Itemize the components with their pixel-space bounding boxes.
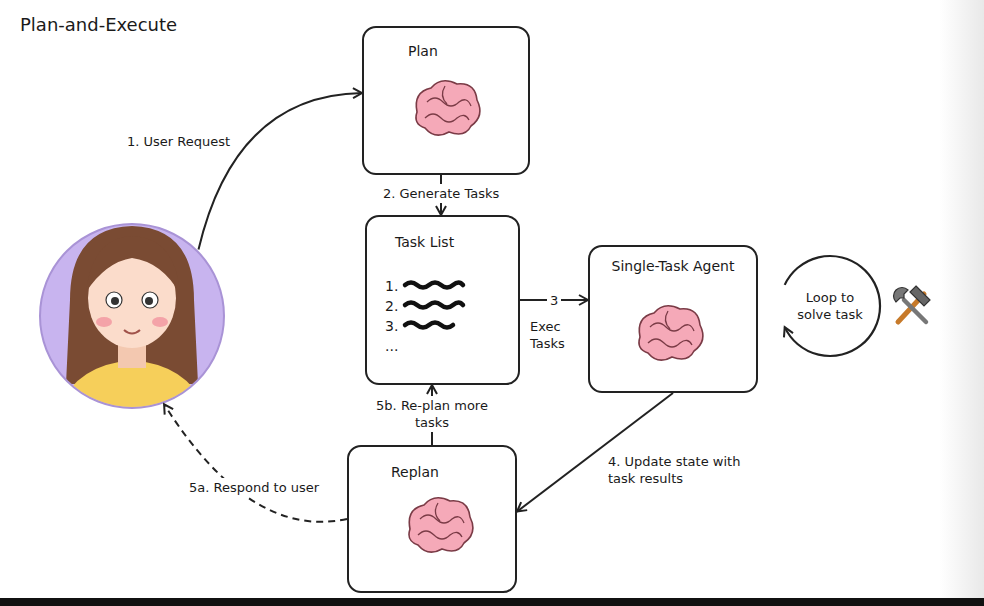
brain-icon: [639, 306, 703, 360]
edge-label: 2. Generate Tasks: [380, 184, 502, 203]
process-box: Single-Task Agent: [588, 245, 758, 393]
edge-label: 5a. Respond to user: [186, 478, 322, 497]
node-text: 1.: [385, 277, 398, 295]
edge-shade: [940, 0, 984, 598]
tools-icon: [894, 286, 930, 322]
bottom-band: [0, 598, 984, 606]
process-box: Plan: [362, 26, 530, 175]
loop-label: Loop to solve task: [790, 289, 870, 323]
process-box: Task List 1. 2. 3....: [365, 215, 520, 385]
process-box: Replan: [347, 445, 517, 593]
brain-icon: [409, 498, 473, 552]
loop-arrow: [785, 256, 880, 356]
node-title: Single-Task Agent: [608, 257, 738, 275]
edge-label: 4. Update state with task results: [605, 452, 751, 488]
dashed-arrow: [164, 404, 347, 522]
flow-arrow: [199, 93, 363, 250]
node-text: ...: [385, 337, 398, 355]
node-text: 3.: [385, 317, 398, 335]
node-title: Plan: [408, 42, 438, 60]
edge-label: 3: [547, 291, 561, 310]
user-avatar: [40, 224, 224, 420]
node-text: 2.: [385, 297, 398, 315]
edge-label: 1. User Request: [124, 132, 233, 151]
user-circle: [40, 224, 224, 408]
edge-label: 5b. Re-plan more tasks: [368, 396, 496, 432]
diagram-title: Plan-and-Execute: [20, 14, 177, 36]
node-title: Replan: [391, 463, 439, 481]
step-note: Exec Tasks: [530, 318, 580, 352]
task-squiggles: [405, 283, 463, 328]
node-title: Task List: [395, 233, 454, 251]
brain-icon: [416, 81, 480, 135]
